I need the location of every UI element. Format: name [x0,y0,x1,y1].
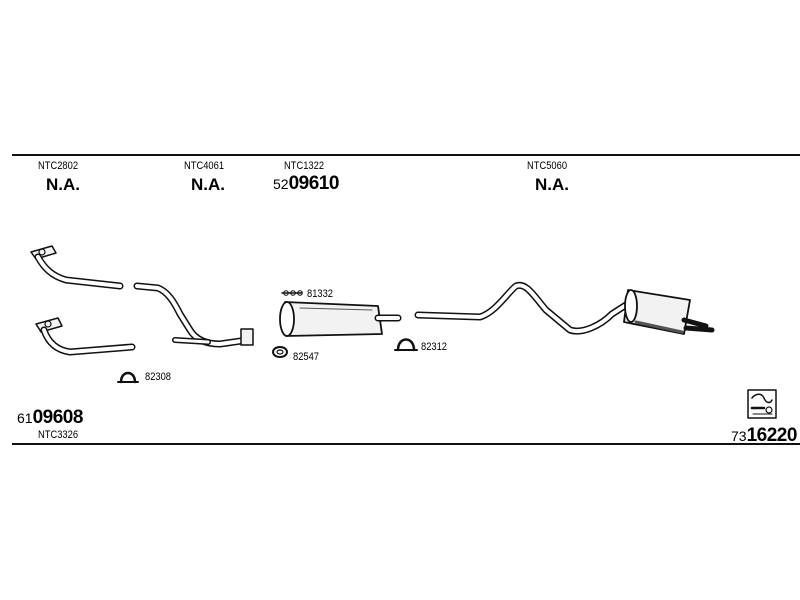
part-number-16220: 7316220 [731,425,797,447]
rear-silencer [623,289,715,335]
status-ntc2802: N.A. [46,175,80,194]
status-ntc4061: N.A. [191,175,225,194]
part-number-09608: 6109608 [17,407,83,429]
mounting-kit-icon [747,389,777,419]
label-82308: 82308 [145,371,172,383]
code-ntc2802: NTC2802 [38,160,79,172]
label-82547: 82547 [293,351,320,363]
part-number-prefix: 52 [273,176,289,192]
centre-silencer [279,301,402,337]
clamp-81332 [281,290,303,296]
code-ntc1322: NTC1322 [284,160,325,172]
code-ntc3326: NTC3326 [38,429,79,441]
status-ntc5060: N.A. [535,175,569,194]
part-number-main: 09610 [288,173,340,194]
label-81332: 81332 [307,288,334,300]
part-number-main: 16220 [746,425,798,446]
front-pipe-lower [35,317,136,356]
clamp-82308 [117,371,139,384]
code-ntc4061: NTC4061 [184,160,225,172]
clamp-82312 [394,338,418,352]
bottom-rule [12,443,800,445]
ring-82547 [272,346,288,358]
front-pipe-upper [30,245,124,290]
intermediate-pipe [133,282,254,348]
rear-pipe [414,281,630,335]
code-ntc5060: NTC5060 [527,160,568,172]
top-rule [12,154,800,156]
part-number-prefix: 61 [17,410,33,426]
part-number-prefix: 73 [731,428,747,444]
label-82312: 82312 [421,341,448,353]
part-number-main: 09608 [32,407,84,428]
part-number-09610: 5209610 [273,173,339,195]
